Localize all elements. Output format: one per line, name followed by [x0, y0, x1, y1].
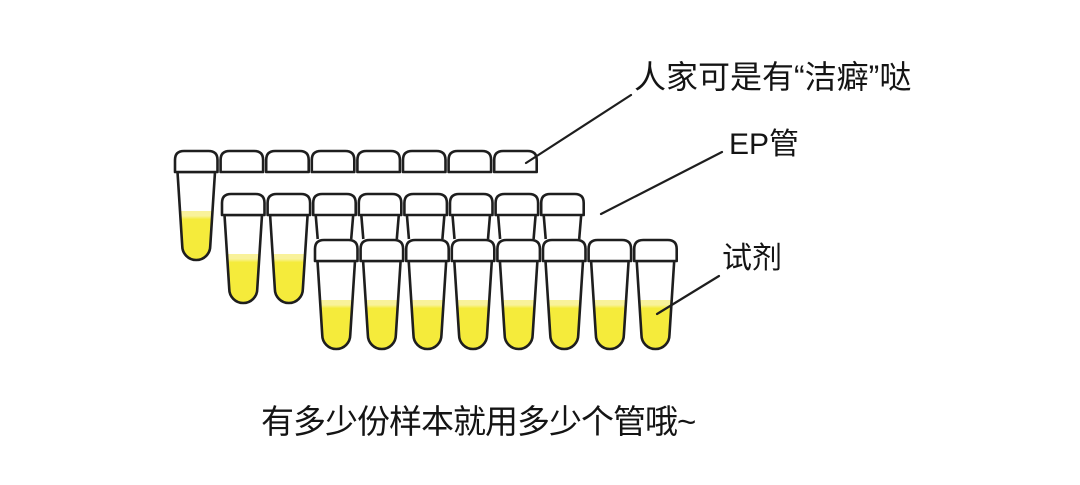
tube-body-outline [361, 259, 402, 351]
tube-cap [266, 192, 312, 217]
tube-body-stub-right [486, 214, 492, 240]
tube-body-outline [176, 170, 217, 262]
tube-body-stub-left [496, 214, 502, 240]
label-cleanliness-joke: 人家可是有“洁癖”哒 [634, 59, 912, 95]
strip-front-tube-4 [450, 238, 496, 351]
reagent-fill [180, 211, 213, 261]
reagent-fill [411, 300, 444, 349]
tube-body-stub-left [542, 214, 547, 240]
label-reagent: 试剂 [722, 242, 782, 275]
strip-middle-tube-8 [539, 192, 585, 240]
tube-cap [173, 149, 219, 174]
reagent-fill [227, 254, 260, 304]
strip-back-tube-8 [492, 149, 538, 174]
tube-cap [356, 149, 402, 174]
strip-front-tube-1 [313, 238, 359, 351]
tube-cap [264, 149, 310, 174]
strip-middle-tube-3 [311, 192, 357, 240]
strip-front-tube-3 [404, 238, 450, 351]
strip-front-tube-7 [587, 238, 633, 351]
strip-back-tube-4 [310, 149, 356, 174]
tube-cap [494, 192, 540, 217]
label-ep-tube: EP管 [729, 128, 800, 161]
tube-body-outline [316, 259, 357, 351]
strip-middle [220, 192, 585, 305]
reagent-fill [548, 300, 581, 349]
strip-back-tube-6 [401, 149, 447, 174]
tube-body-stub-right [441, 214, 446, 240]
tube-cap [357, 192, 403, 217]
strip-middle-tube-5 [403, 192, 449, 240]
strip-middle-tube-2 [266, 192, 312, 305]
strip-middle-tube-7 [494, 192, 540, 240]
tube-cap [587, 238, 633, 263]
strip-back-tube-3 [264, 149, 310, 174]
tube-cap [401, 149, 447, 174]
tube-cap [632, 238, 678, 263]
tube-cap [219, 149, 265, 174]
strip-back-tube-7 [447, 149, 493, 174]
tube-cap [492, 149, 538, 174]
tube-body-stub-right [349, 214, 355, 240]
strip-front-tube-5 [496, 238, 542, 351]
reagent-fill [365, 300, 399, 349]
tube-cap [450, 238, 496, 263]
strip-front-tube-8 [632, 238, 678, 351]
tube-body-outline [223, 213, 264, 305]
strip-middle-tube-1 [220, 192, 266, 305]
strip-back-tube-2 [219, 149, 265, 174]
tube-body-stub-right [395, 214, 401, 240]
annotation-line-ep_tube [599, 150, 724, 216]
tube-body-stub-right [532, 214, 537, 240]
reagent-fill [320, 300, 353, 349]
reagent-fill [593, 300, 627, 349]
tube-body-outline [268, 213, 309, 305]
tube-cap [311, 192, 357, 217]
tube-cap [541, 238, 587, 263]
strip-front-tube-6 [541, 238, 587, 351]
annotation-line-clean_joke [524, 93, 633, 165]
tube-cap [448, 192, 494, 217]
tube-cap [404, 238, 450, 263]
tube-cap [359, 238, 405, 263]
strip-middle-tube-4 [357, 192, 403, 240]
tube-body-stub-left [451, 214, 456, 240]
reagent-fill [502, 300, 535, 349]
tube-cap [447, 149, 493, 174]
strip-back-tube-5 [356, 149, 402, 174]
tube-body-stub-left [314, 214, 319, 240]
tube-cap [539, 192, 585, 217]
tube-cap [220, 192, 266, 217]
reagent-fill [639, 300, 672, 349]
strip-middle-tube-6 [448, 192, 494, 240]
tube-body-stub-left [405, 214, 411, 240]
tube-cap [310, 149, 356, 174]
tube-cap [313, 238, 359, 263]
tube-body-outline [498, 259, 539, 351]
tube-body-outline [544, 259, 585, 351]
tube-body-outline [407, 259, 448, 351]
strip-front [313, 238, 678, 351]
tube-body-stub-right [577, 214, 583, 240]
tube-body-outline [635, 259, 676, 351]
tube-body-outline [453, 259, 494, 351]
tube-cap [403, 192, 449, 217]
reagent-fill [272, 254, 306, 304]
tube-cap [496, 238, 542, 263]
reagent-fill [456, 300, 490, 349]
strip-front-tube-2 [359, 238, 405, 351]
strip-back-tube-1 [173, 149, 219, 262]
strip-back [173, 149, 538, 262]
tube-body-outline [589, 259, 630, 351]
tube-body-stub-left [360, 214, 365, 240]
caption-sample-count-note: 有多少份样本就用多少个管哦~ [261, 403, 696, 440]
annotation-line-reagent [655, 274, 721, 316]
